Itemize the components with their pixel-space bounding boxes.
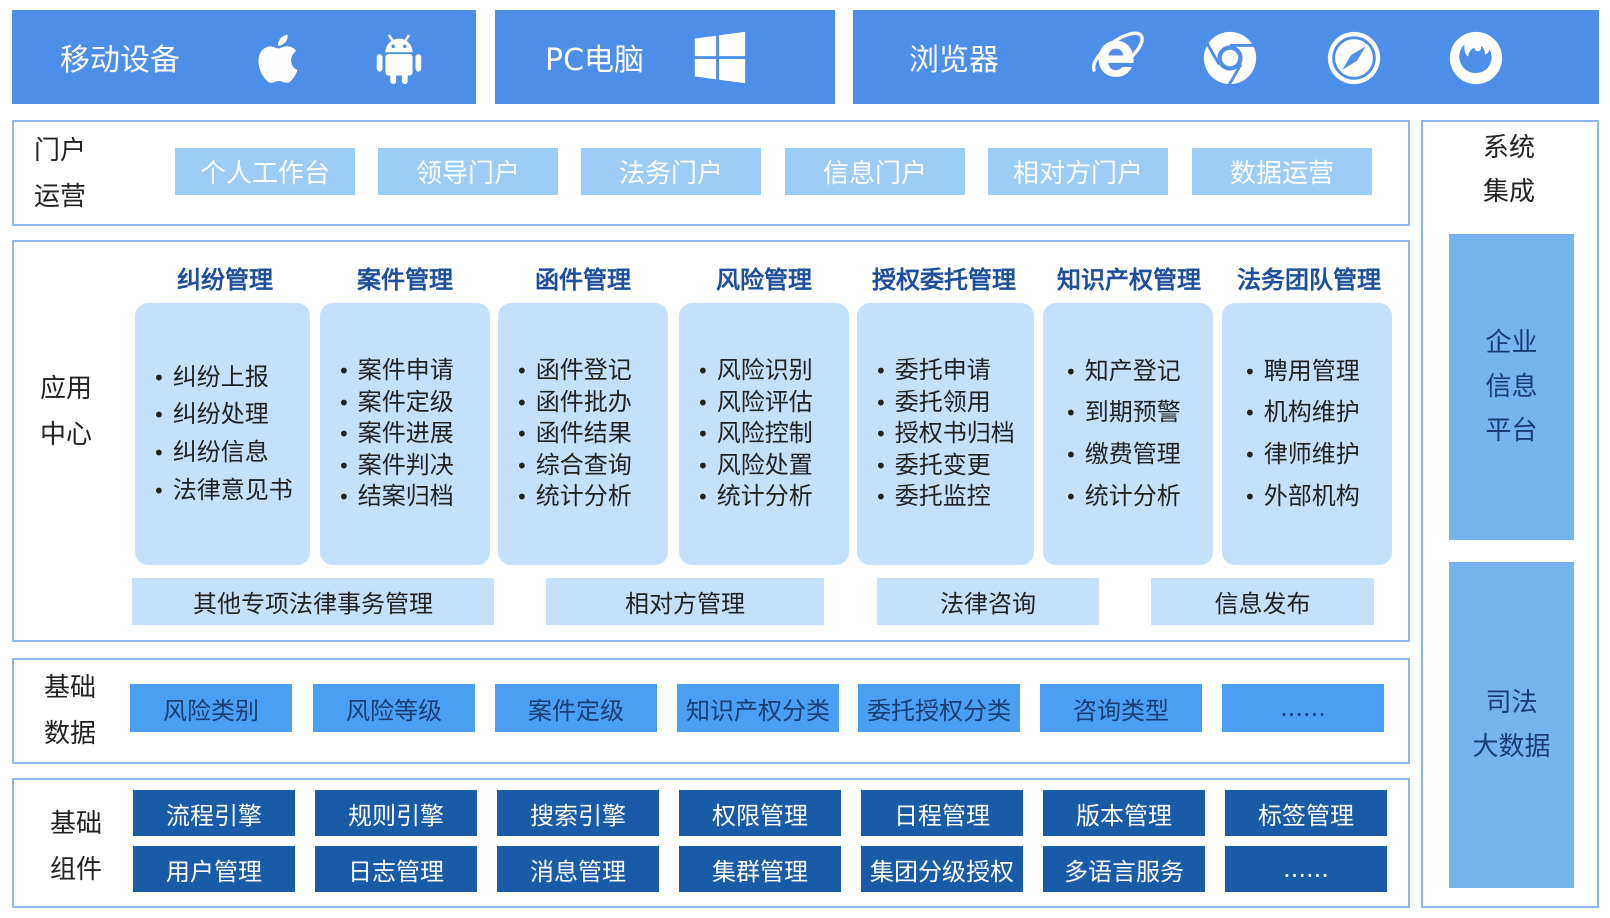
android-icon <box>376 34 422 85</box>
module-item[interactable]: •函件结果 <box>516 419 632 448</box>
module-card-6[interactable]: •聘用管理 •机构维护 •律师维护 •外部机构 <box>1222 303 1392 565</box>
base-components-label: 基础 组件 <box>50 809 103 885</box>
module-item[interactable]: •授权书归档 <box>875 419 1015 448</box>
base-data-item-2[interactable]: 案件定级 <box>495 684 657 732</box>
module-item[interactable]: •统计分析 <box>1065 481 1181 510</box>
module-item[interactable]: •综合查询 <box>516 450 632 479</box>
module-item[interactable]: •到期预警 <box>1065 398 1181 427</box>
module-item[interactable]: •结案归档 <box>338 482 454 511</box>
module-item[interactable]: •风险处置 <box>697 450 813 479</box>
windows-icon <box>694 31 746 84</box>
component-item[interactable]: 多语言服务 <box>1043 846 1205 892</box>
app-bottom-3[interactable]: 信息发布 <box>1151 578 1374 625</box>
module-item[interactable]: •缴费管理 <box>1065 440 1181 468</box>
ie-icon <box>1092 31 1144 77</box>
base-data-item-4[interactable]: 委托授权分类 <box>858 684 1020 732</box>
app-bottom-1[interactable]: 相对方管理 <box>546 578 824 625</box>
module-item[interactable]: •知产登记 <box>1065 356 1181 385</box>
component-item[interactable]: 日程管理 <box>861 790 1023 836</box>
module-item[interactable]: •风险控制 <box>697 419 813 448</box>
portal-item-0[interactable]: 个人工作台 <box>175 148 355 195</box>
module-title-1: 案件管理 <box>357 266 453 294</box>
module-item[interactable]: •风险评估 <box>697 387 813 416</box>
firefox-icon <box>1449 31 1503 85</box>
system-integration-title: 系统 集成 <box>1482 133 1535 207</box>
base-data-item-1[interactable]: 风险等级 <box>313 684 475 732</box>
integration-box-judicial[interactable]: 司法 大数据 <box>1449 562 1574 888</box>
module-item[interactable]: •委托监控 <box>875 482 991 511</box>
component-item[interactable]: 规则引擎 <box>315 790 477 836</box>
module-card-5[interactable]: •知产登记 •到期预警 •缴费管理 •统计分析 <box>1043 303 1213 565</box>
app-bottom-0[interactable]: 其他专项法律事务管理 <box>132 578 494 625</box>
portal-item-2[interactable]: 法务门户 <box>581 148 761 195</box>
module-item[interactable]: •律师维护 <box>1244 440 1360 468</box>
module-item[interactable]: •委托领用 <box>875 387 991 416</box>
module-title-5: 知识产权管理 <box>1057 266 1201 294</box>
module-card-3[interactable]: •风险识别 •风险评估 •风险控制 •风险处置 •统计分析 <box>679 303 849 565</box>
device-title-browser: 浏览器 <box>909 43 999 78</box>
safari-icon <box>1327 31 1381 85</box>
device-title-pc: PC电脑 <box>545 43 645 78</box>
component-item[interactable]: 集群管理 <box>679 846 841 892</box>
app-bottom-2[interactable]: 法律咨询 <box>877 578 1099 625</box>
module-item[interactable]: •纠纷处理 <box>153 400 269 429</box>
portal-item-1[interactable]: 领导门户 <box>378 148 558 195</box>
module-title-0: 纠纷管理 <box>177 266 273 294</box>
base-data-item-0[interactable]: 风险类别 <box>130 684 292 732</box>
module-card-2[interactable]: •函件登记 •函件批办 •函件结果 •综合查询 •统计分析 <box>498 303 668 565</box>
chrome-icon <box>1203 31 1257 87</box>
module-item[interactable]: •函件批办 <box>516 387 632 416</box>
module-item[interactable]: •机构维护 <box>1244 398 1360 427</box>
portal-item-5[interactable]: 数据运营 <box>1192 148 1372 195</box>
module-title-2: 函件管理 <box>535 266 631 294</box>
apple-icon <box>258 34 298 83</box>
module-item[interactable]: •函件登记 <box>516 356 632 385</box>
integration-box-enterprise[interactable]: 企业 信息 平台 <box>1449 234 1574 540</box>
component-item[interactable]: 权限管理 <box>679 790 841 836</box>
module-item[interactable]: •风险识别 <box>697 356 813 385</box>
component-item[interactable]: 日志管理 <box>315 846 477 892</box>
module-card-1[interactable]: •案件申请 •案件定级 •案件进展 •案件判决 •结案归档 <box>320 303 490 565</box>
portal-label: 门户 运营 <box>34 136 87 212</box>
module-item[interactable]: •委托申请 <box>875 356 991 385</box>
module-item[interactable]: •统计分析 <box>697 482 813 511</box>
module-title-3: 风险管理 <box>716 266 812 294</box>
module-title-6: 法务团队管理 <box>1237 266 1381 294</box>
component-item[interactable]: 标签管理 <box>1225 790 1387 836</box>
module-item[interactable]: •统计分析 <box>516 482 632 511</box>
module-item[interactable]: •案件判决 <box>338 450 454 479</box>
module-item[interactable]: •外部机构 <box>1244 481 1360 510</box>
component-item[interactable]: 用户管理 <box>133 846 295 892</box>
component-item[interactable]: 搜索引擎 <box>497 790 659 836</box>
base-data-item-3[interactable]: 知识产权分类 <box>677 684 839 732</box>
module-card-0[interactable]: •纠纷上报 •纠纷处理 •纠纷信息 •法律意见书 <box>135 303 310 565</box>
module-item[interactable]: •纠纷信息 <box>153 438 269 466</box>
portal-item-4[interactable]: 相对方门户 <box>988 148 1168 195</box>
portal-item-3[interactable]: 信息门户 <box>785 148 965 195</box>
component-item[interactable]: 版本管理 <box>1043 790 1205 836</box>
base-data-label: 基础 数据 <box>44 673 97 749</box>
module-card-4[interactable]: •委托申请 •委托领用 •授权书归档 •委托变更 •委托监控 <box>857 303 1034 565</box>
component-item[interactable]: ...... <box>1225 846 1387 892</box>
device-panel-mobile: 移动设备 <box>12 10 476 104</box>
module-item[interactable]: •案件定级 <box>338 387 454 416</box>
module-item[interactable]: •法律意见书 <box>153 475 293 504</box>
module-item[interactable]: •聘用管理 <box>1244 356 1360 385</box>
base-data-item-6[interactable]: ...... <box>1222 684 1384 732</box>
module-item[interactable]: •案件进展 <box>338 419 454 448</box>
component-item[interactable]: 集团分级授权 <box>861 846 1023 892</box>
base-data-item-5[interactable]: 咨询类型 <box>1040 684 1202 732</box>
module-item[interactable]: •案件申请 <box>338 356 454 385</box>
module-title-4: 授权委托管理 <box>872 266 1016 294</box>
module-item[interactable]: •纠纷上报 <box>153 362 269 391</box>
module-item[interactable]: •委托变更 <box>875 450 991 479</box>
component-item[interactable]: 消息管理 <box>497 846 659 892</box>
device-panel-browser: 浏览器 <box>853 10 1599 104</box>
app-center-label: 应用 中心 <box>40 374 93 450</box>
component-item[interactable]: 流程引擎 <box>133 790 295 836</box>
device-title-mobile: 移动设备 <box>60 43 180 78</box>
device-panel-pc: PC电脑 <box>495 10 835 104</box>
